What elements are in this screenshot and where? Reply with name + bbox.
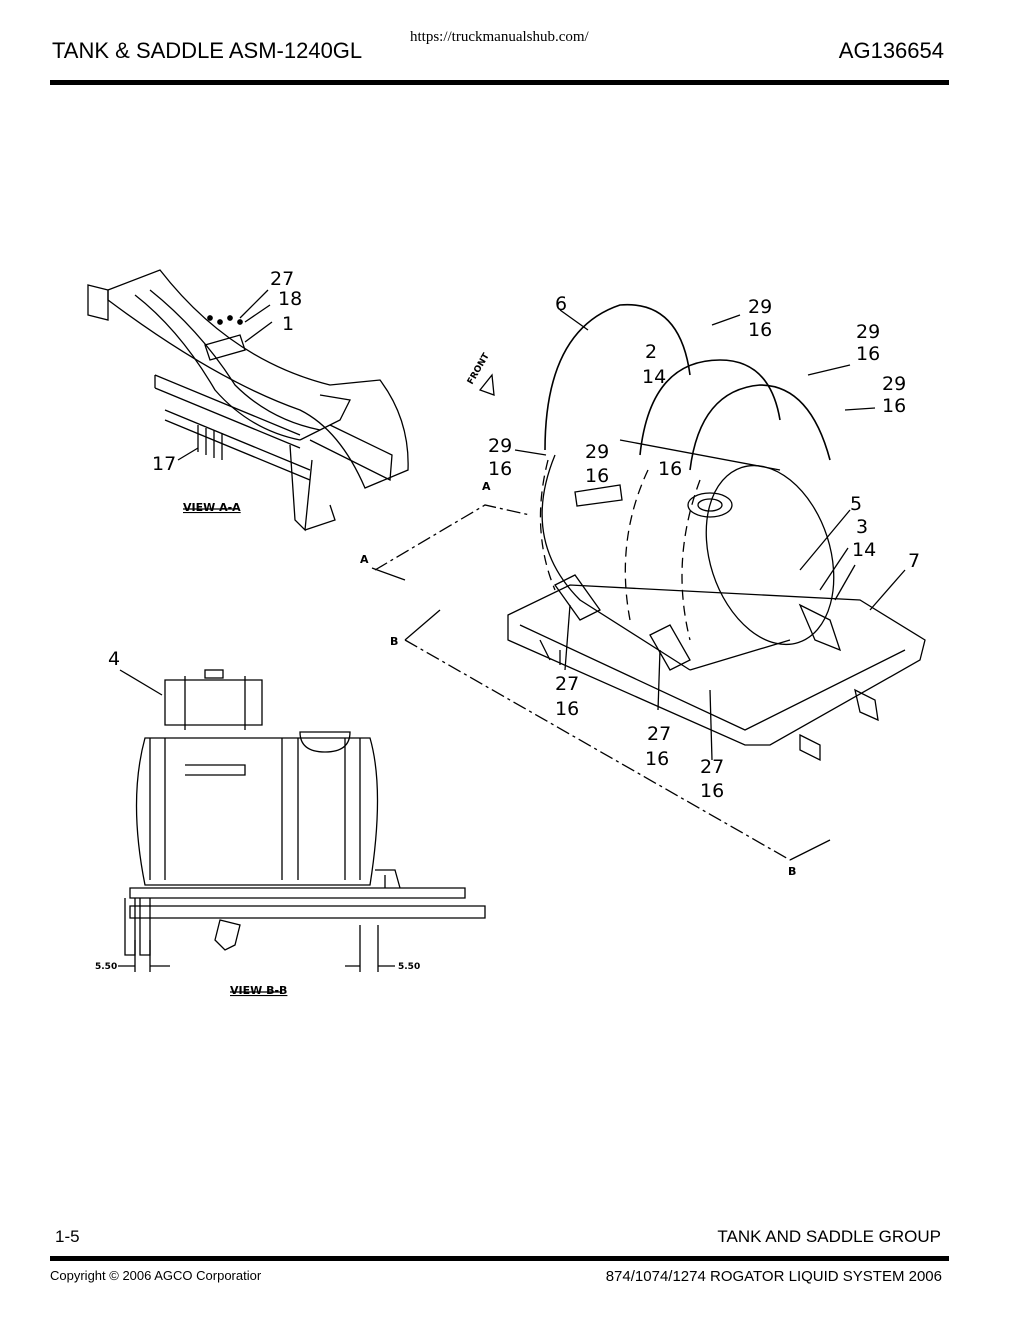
dimension-right: 5.50	[398, 962, 420, 972]
callout-4: 4	[108, 648, 120, 670]
copyright: Copyright © 2006 AGCO Corporatior	[50, 1268, 262, 1283]
view-a-a-label: VIEW A-A	[183, 501, 241, 514]
callout-29-d: 29	[488, 435, 512, 457]
callout-16-i: 16	[700, 780, 724, 802]
callout-16-e: 16	[585, 465, 609, 487]
view-b-b-label: VIEW B-B	[230, 984, 287, 997]
tank-exploded-drawing	[371, 303, 926, 861]
callout-7: 7	[908, 550, 920, 572]
callout-27-c: 27	[647, 723, 671, 745]
callout-16-b: 16	[856, 343, 880, 365]
section-group: TANK AND SADDLE GROUP	[717, 1227, 941, 1246]
callout-6: 6	[555, 293, 567, 315]
header-rule	[50, 80, 949, 85]
section-a-top: A	[482, 480, 491, 493]
page-title: TANK & SADDLE ASM-1240GL	[52, 38, 363, 63]
source-url[interactable]: https://truckmanualshub.com/	[410, 29, 589, 45]
callout-5: 5	[850, 493, 862, 515]
callout-14-b: 14	[852, 539, 876, 561]
callout-16-h: 16	[645, 748, 669, 770]
callout-3: 3	[856, 516, 868, 538]
dimension-left: 5.50	[95, 962, 117, 972]
callout-2: 2	[645, 341, 657, 363]
part-number: AG136654	[838, 38, 944, 63]
footer-rule	[50, 1256, 949, 1261]
callout-29-c: 29	[882, 373, 906, 395]
section-b-right: B	[788, 865, 796, 878]
callout-17: 17	[152, 453, 176, 475]
callout-29-b: 29	[856, 321, 880, 343]
callout-18: 18	[278, 288, 302, 310]
callout-16-g: 16	[555, 698, 579, 720]
callout-27-d: 27	[700, 756, 724, 778]
view-b-b-drawing	[118, 669, 486, 993]
callout-1: 1	[282, 313, 294, 335]
view-a-a-drawing	[87, 269, 409, 532]
callout-16-c: 16	[882, 395, 906, 417]
callout-16-f: 16	[658, 458, 682, 480]
callout-27-a: 27	[270, 268, 294, 290]
callout-29-e: 29	[585, 441, 609, 463]
callout-14-a: 14	[642, 366, 666, 388]
callout-16-a: 16	[748, 319, 772, 341]
callout-27-b: 27	[555, 673, 579, 695]
callout-16-d: 16	[488, 458, 512, 480]
system-title: 874/1074/1274 ROGATOR LIQUID SYSTEM 2006	[605, 1268, 942, 1285]
callout-29-a: 29	[748, 296, 772, 318]
section-a-left: A	[360, 553, 369, 566]
section-b-left: B	[390, 635, 398, 648]
page-number: 1-5	[55, 1227, 80, 1246]
